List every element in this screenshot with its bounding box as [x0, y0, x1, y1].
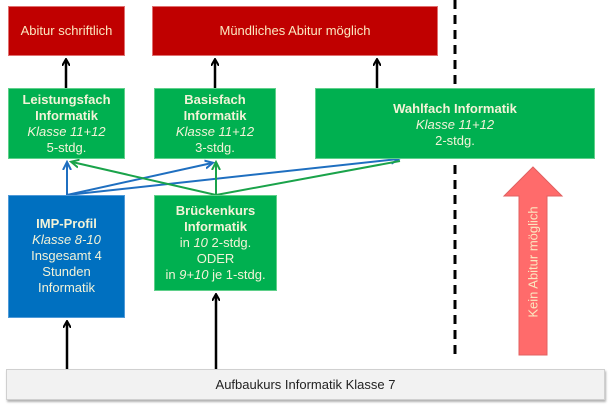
bf-title1: Basisfach	[184, 91, 246, 107]
course-wahlfach: Wahlfach Informatik Klasse 11+12 2-stdg.	[315, 88, 595, 159]
bk-title2: Informatik	[184, 219, 247, 234]
foundation-label: Aufbaukurs Informatik Klasse 7	[215, 377, 396, 392]
lf-hours: 5-stdg.	[46, 139, 87, 155]
outcome-abitur-written: Abitur schriftlich	[8, 6, 125, 56]
bf-hours: 3-stdg.	[195, 139, 235, 155]
bf-grade: Klasse 11+12	[175, 123, 255, 139]
arrow-bruecke-to-lf	[72, 162, 217, 196]
outcome-oral-label: Mündliches Abitur möglich	[219, 23, 371, 38]
bk-l3-pre: in	[165, 267, 180, 282]
imp-grade: Klasse 8-10	[32, 232, 101, 247]
arrow-imp-to-wf	[66, 159, 398, 196]
bk-l1-pre: in	[179, 235, 194, 250]
bk-line1: in 10 2-stdg.	[180, 235, 252, 251]
wf-hours: 2-stdg.	[435, 133, 475, 148]
course-leistungsfach: Leistungsfach Informatik Klasse 11+12 5-…	[8, 88, 125, 159]
bk-l3-post: je 1-stdg.	[208, 267, 266, 282]
outcome-written-label: Abitur schriftlich	[20, 23, 113, 38]
course-basisfach: Basisfach Informatik Klasse 11+12 3-stdg…	[154, 88, 276, 159]
lf-grade: Klasse 11+12	[27, 123, 106, 139]
imp-line3: Informatik	[37, 280, 96, 295]
bk-line3: in 9+10 je 1-stdg.	[165, 267, 265, 283]
wf-title: Wahlfach Informatik	[393, 101, 517, 116]
imp-title: IMP-Profil	[36, 216, 97, 231]
imp-line2: Stunden	[42, 264, 91, 279]
bf-title2: Informatik	[183, 107, 247, 123]
bk-l1-post: 2-stdg.	[207, 235, 252, 250]
bk-l3-it: 9+10	[179, 267, 209, 282]
bk-title1: Brückenkurs	[175, 203, 256, 218]
lf-title1: Leistungsfach	[22, 91, 111, 107]
course-brueckenkurs: Brückenkurs Informatik in 10 2-stdg. ODE…	[154, 195, 277, 291]
foundation-course: Aufbaukurs Informatik Klasse 7	[6, 369, 605, 400]
arrow-bruecke-to-wf	[215, 160, 401, 196]
bk-or: ODER	[196, 251, 235, 266]
course-imp-profil: IMP-Profil Klasse 8-10 Insgesamt 4 Stund…	[8, 195, 125, 318]
lf-title2: Informatik	[35, 107, 98, 123]
arrow-imp-to-bf	[66, 163, 212, 196]
bk-l1-it: 10	[193, 235, 208, 250]
no-abitur-label: Kein Abitur möglich	[525, 206, 541, 318]
outcome-oral-possible: Mündliches Abitur möglich	[152, 6, 438, 56]
no-abitur-arrow	[502, 166, 564, 356]
imp-line1: Insgesamt 4	[31, 248, 102, 263]
wf-grade: Klasse 11+12	[415, 117, 495, 132]
